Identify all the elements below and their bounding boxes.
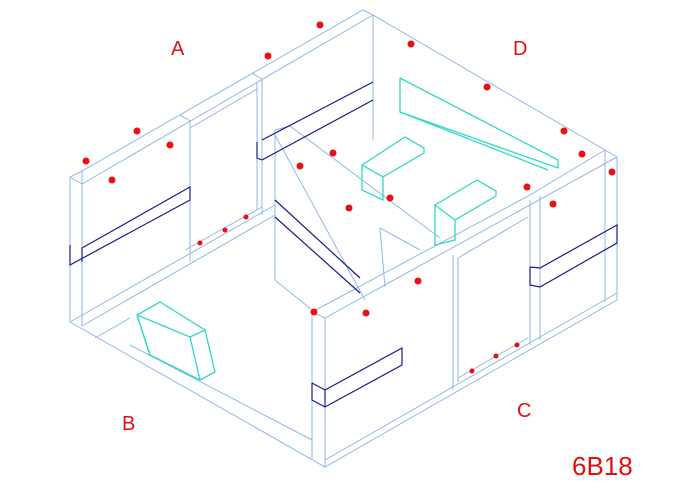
room-label-a: A (171, 38, 185, 60)
walls (69, 9, 618, 468)
rails (69, 81, 618, 408)
drawing-code: 6B18 (572, 451, 633, 481)
red-markers (82, 21, 616, 374)
room-label-b: B (122, 413, 136, 435)
room-label-d: D (513, 38, 528, 60)
room-label-c: C (517, 400, 532, 422)
furniture (136, 77, 559, 381)
